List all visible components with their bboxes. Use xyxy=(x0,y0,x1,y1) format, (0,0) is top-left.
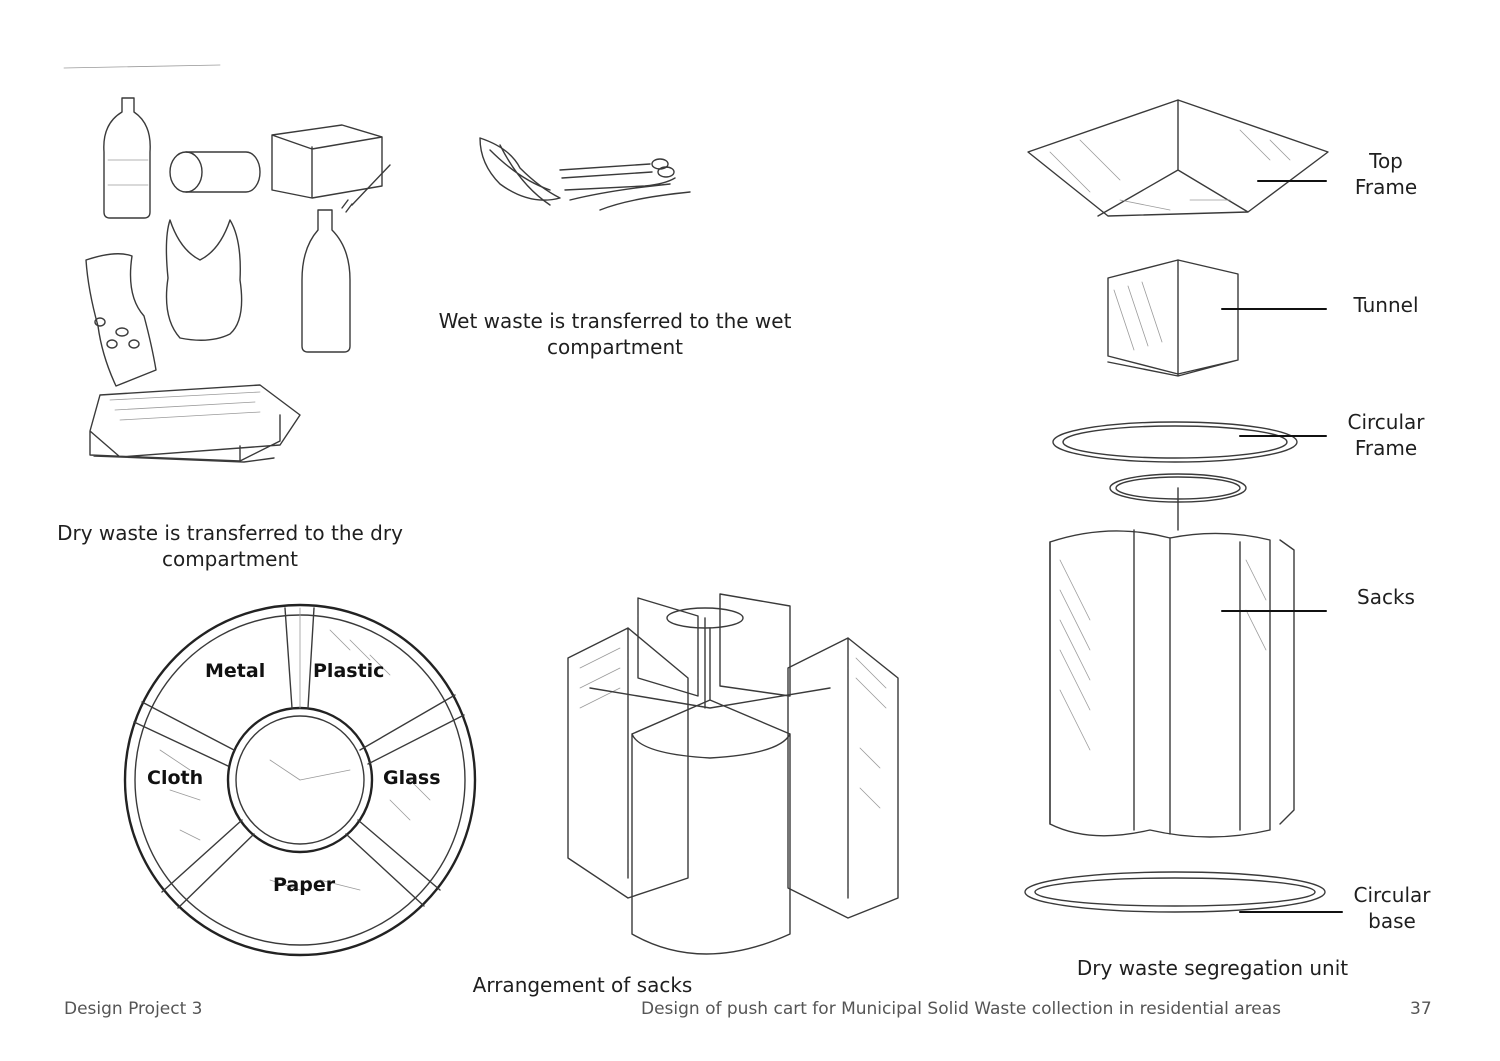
plastic-bottle-icon xyxy=(103,97,151,219)
segregation-wheel-diagram xyxy=(123,603,477,957)
circular-frame-part xyxy=(1052,421,1298,463)
circular-frame-label: Circular Frame xyxy=(1347,410,1425,460)
tunnel-part xyxy=(1107,259,1239,377)
segment-cloth-label: Cloth xyxy=(147,767,204,789)
segment-metal-label: Metal xyxy=(205,660,266,682)
footer-title: Design of push cart for Municipal Solid … xyxy=(641,999,1282,1019)
tunnel-label: Tunnel xyxy=(1353,293,1419,317)
segment-glass-label: Glass xyxy=(383,767,441,789)
dry-waste-items-sketch xyxy=(63,64,391,463)
circular-base-label: Circular base xyxy=(1353,883,1431,933)
vegetable-scraps-icon xyxy=(559,163,691,211)
circular-base-part xyxy=(1024,871,1326,913)
food-box-icon xyxy=(271,124,383,199)
arrangement-caption: Arrangement of sacks xyxy=(472,973,693,997)
dry-waste-caption: Dry waste is transferred to the dry comp… xyxy=(57,521,403,571)
wet-waste-caption: Wet waste is transferred to the wet comp… xyxy=(438,309,792,359)
top-frame-label: Top Frame xyxy=(1354,149,1418,199)
footer-project: Design Project 3 xyxy=(64,999,203,1019)
segregation-unit-exploded-sketch xyxy=(1024,99,1329,913)
tray-icon xyxy=(89,384,301,463)
banana-peel-icon xyxy=(479,137,561,201)
page-number: 37 xyxy=(1410,999,1432,1019)
plastic-bag-icon xyxy=(165,219,243,341)
sack-arrangement-sketch xyxy=(567,593,899,955)
glass-bottle-icon xyxy=(301,209,351,353)
segment-paper-label: Paper xyxy=(273,874,336,896)
wet-waste-items-sketch xyxy=(479,137,691,211)
sacks-label: Sacks xyxy=(1357,585,1415,609)
segregation-unit-caption: Dry waste segregation unit xyxy=(1076,956,1349,980)
segment-plastic-label: Plastic xyxy=(313,660,385,682)
